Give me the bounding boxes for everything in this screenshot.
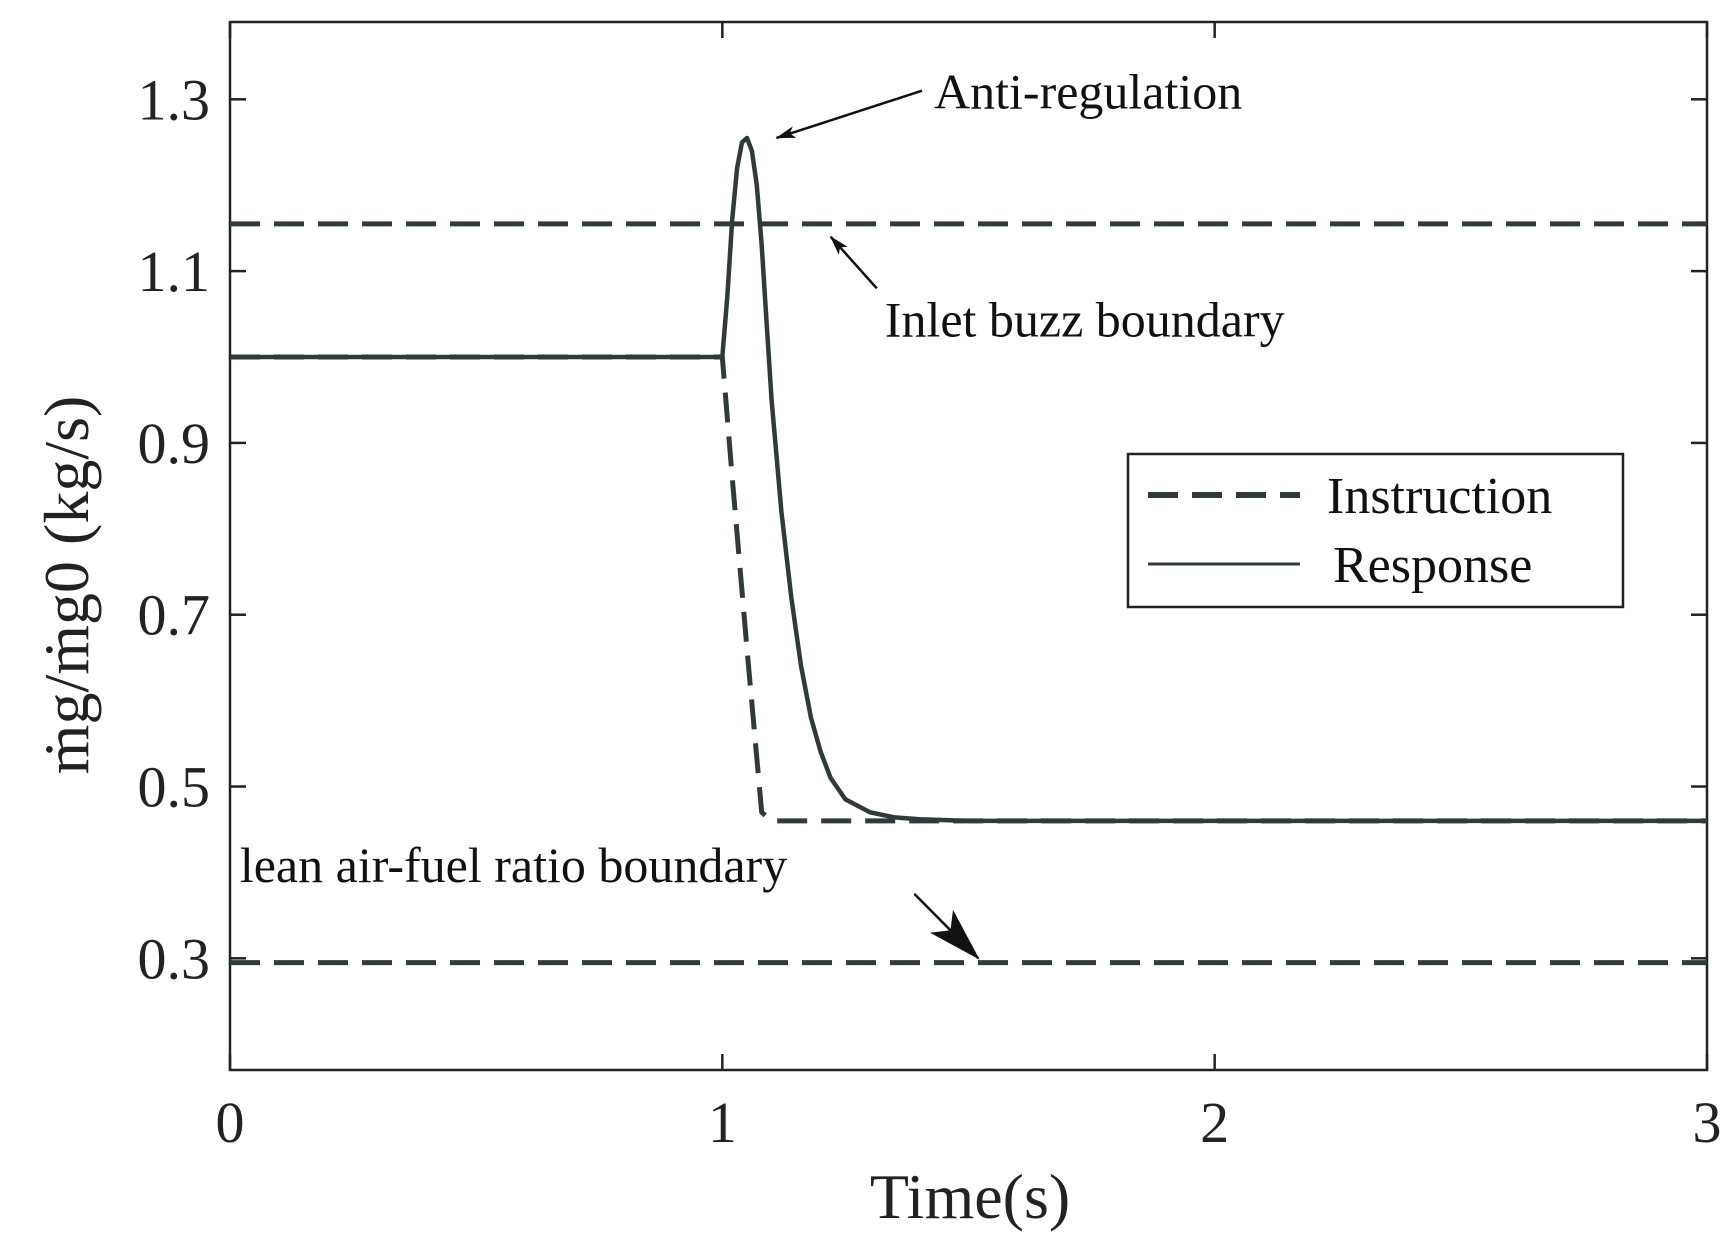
axis-ticks: 0 1 2 3 0.3 0.5 0.7 0.9 1.1 1.3 — [138, 22, 1722, 1155]
annotation-arrow — [829, 235, 878, 290]
x-tick-label: 1 — [708, 1090, 737, 1155]
annotation-label: Inlet buzz boundary — [885, 291, 1285, 347]
x-axis-label: Time(s) — [870, 1161, 1070, 1232]
annotation-label: lean air-fuel ratio boundary — [240, 837, 787, 893]
legend-instruction-label: Instruction — [1327, 468, 1552, 525]
y-tick-label: 1.3 — [138, 67, 211, 132]
y-tick-label: 0.3 — [138, 926, 211, 991]
x-tick-label: 2 — [1200, 1090, 1229, 1155]
y-tick-label: 0.5 — [138, 755, 211, 820]
annotation-label: Anti-regulation — [934, 64, 1242, 120]
legend: Instruction Response — [1126, 452, 1625, 609]
legend-response-label: Response — [1333, 537, 1532, 594]
plot-area — [228, 20, 1709, 1072]
series-lines — [230, 135, 1707, 824]
series-line-response — [230, 135, 1707, 824]
series-line-instruction — [230, 354, 1707, 824]
x-tick-label: 3 — [1693, 1090, 1722, 1155]
plot-frame — [228, 20, 1709, 1072]
annotation-arrow — [913, 893, 980, 960]
y-axis-label: ṁg/ṁg0 (kg/s) — [31, 396, 102, 775]
y-tick-label: 0.7 — [138, 583, 211, 648]
reference-lines — [230, 221, 1707, 966]
y-tick-label: 1.1 — [138, 239, 211, 304]
legend-box — [1126, 452, 1625, 609]
y-tick-label: 0.9 — [138, 411, 211, 476]
x-tick-label: 0 — [216, 1090, 245, 1155]
annotation-arrow — [775, 89, 923, 140]
